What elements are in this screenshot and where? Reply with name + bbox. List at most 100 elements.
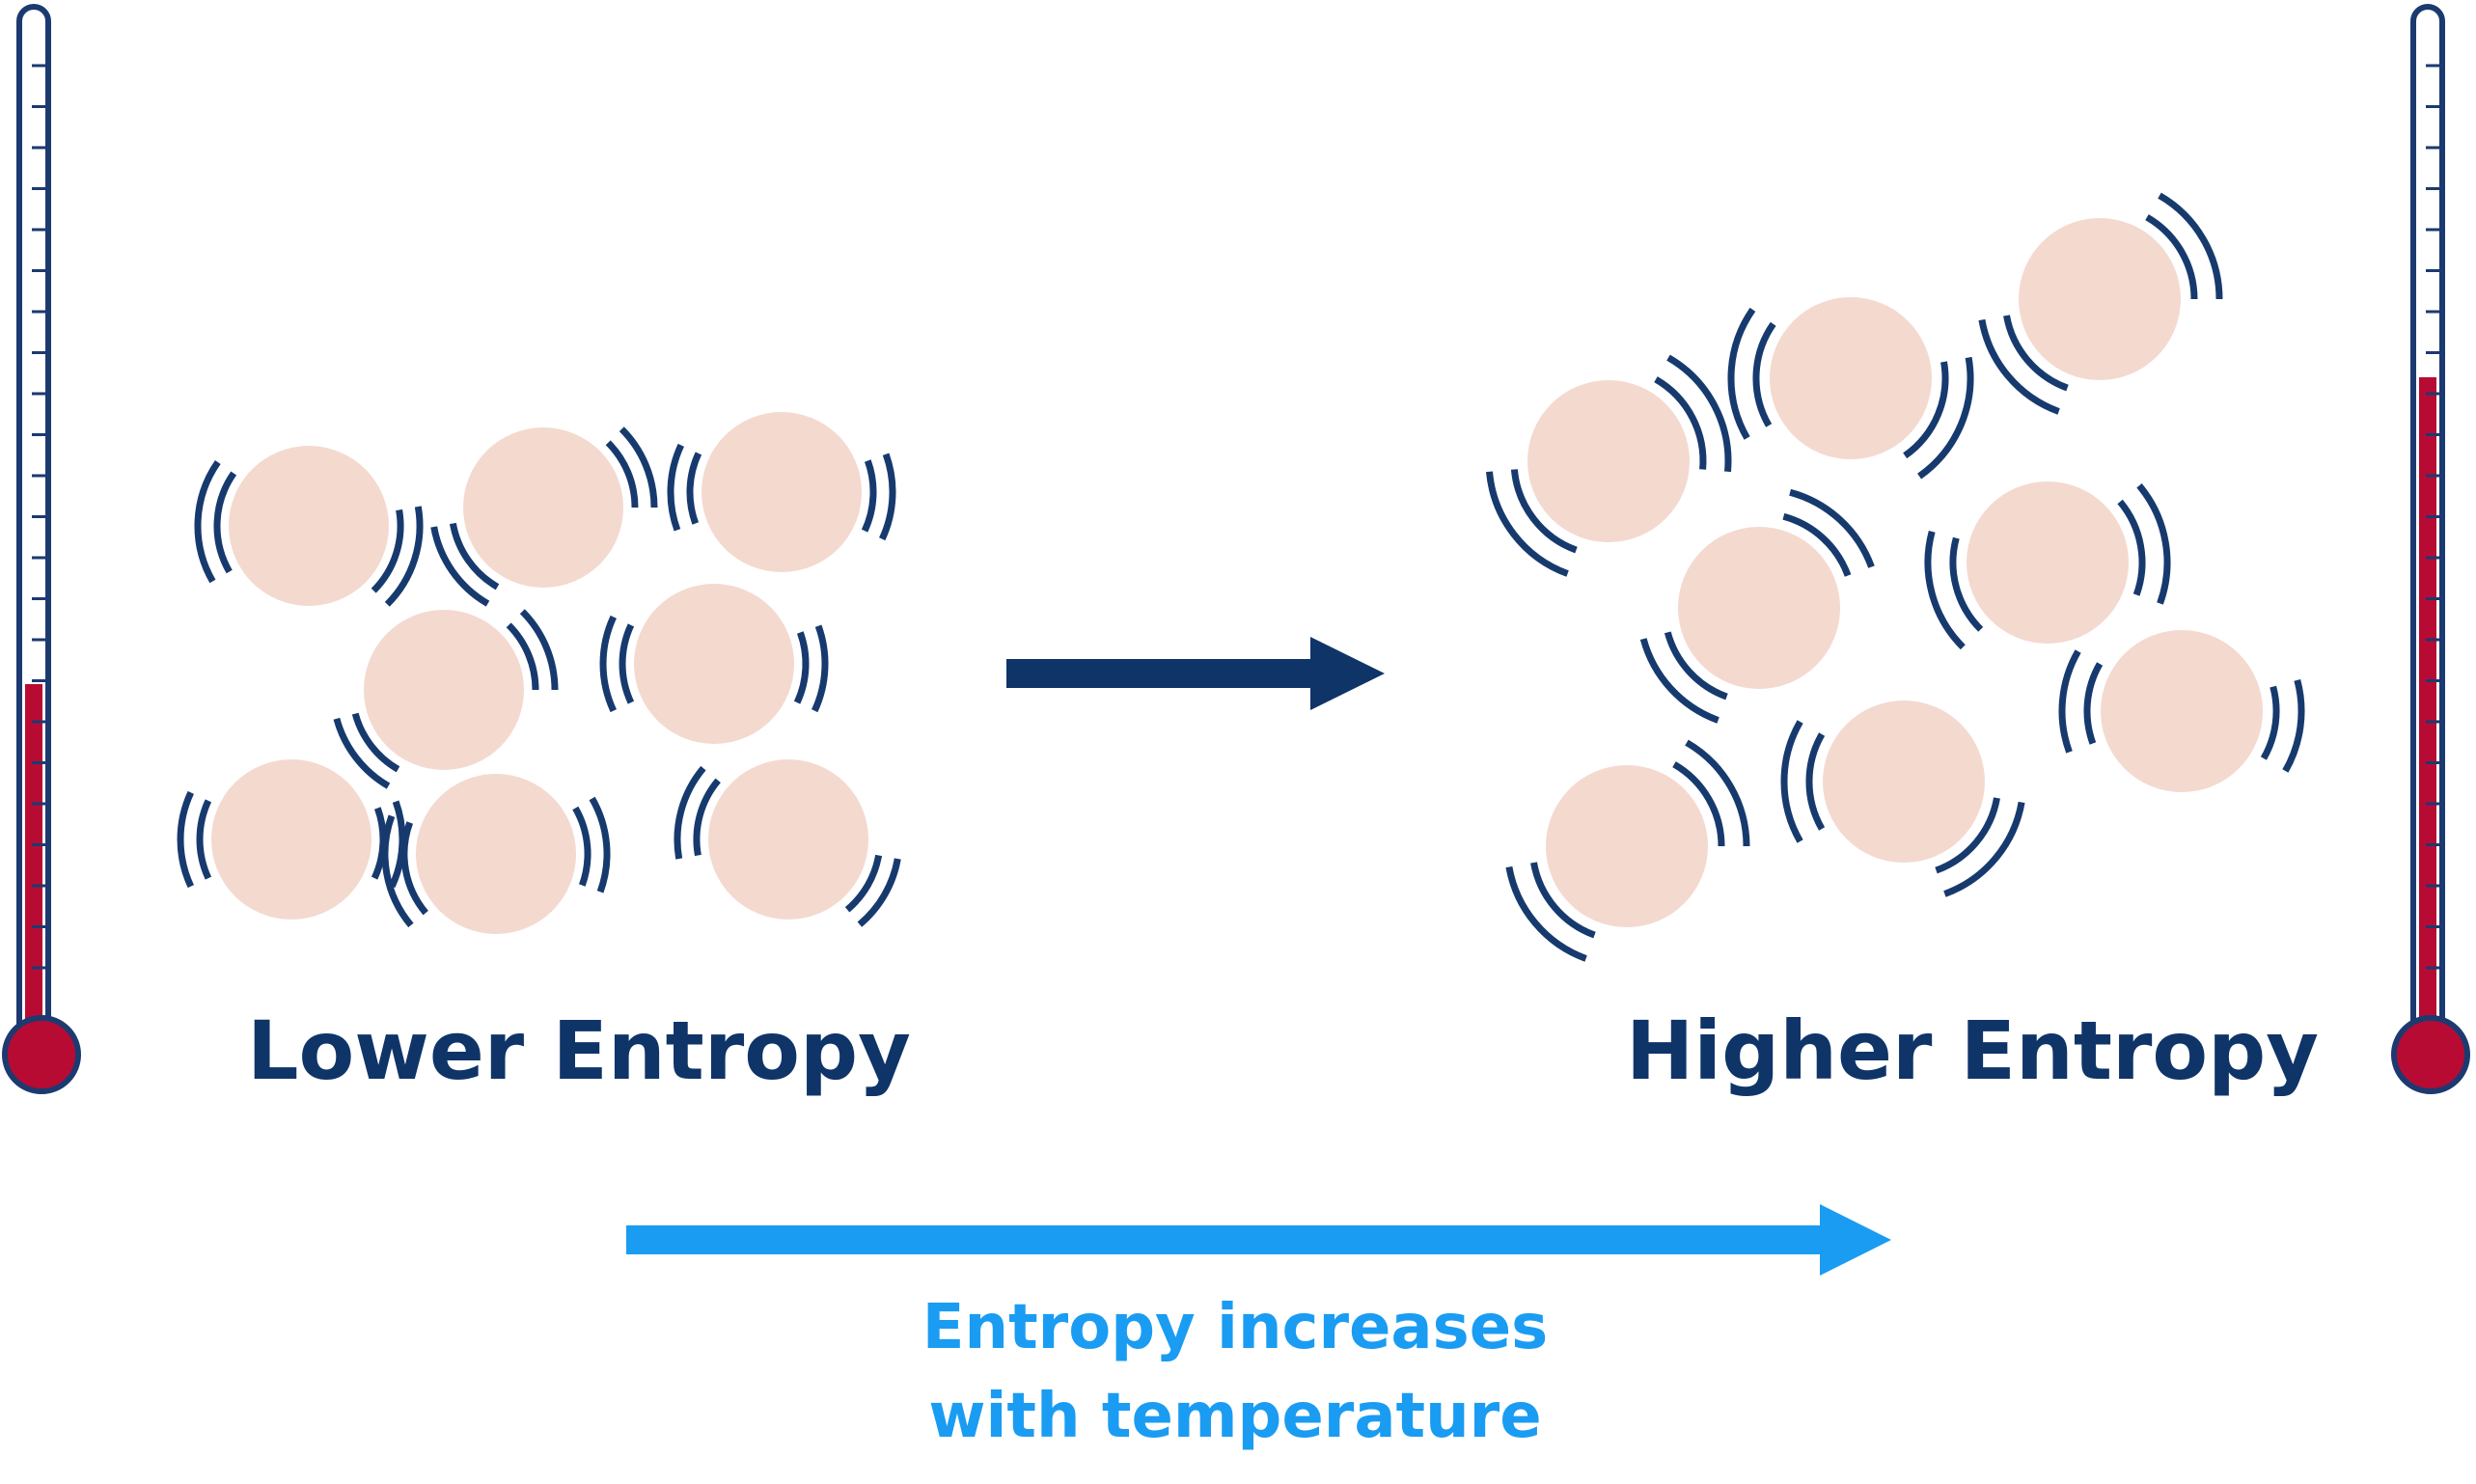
mercury-right xyxy=(2419,377,2436,1061)
vibration-arc-icon xyxy=(389,800,406,889)
vibration-arc-icon xyxy=(177,790,194,889)
particle-icon xyxy=(708,759,868,920)
particle xyxy=(1486,354,1732,577)
particle-icon xyxy=(416,774,576,934)
vibration-arc-icon xyxy=(693,778,721,857)
particle-icon xyxy=(1967,481,2129,644)
vibration-arc-icon xyxy=(2136,483,2171,605)
particle-icon xyxy=(229,446,389,606)
particle xyxy=(1924,481,2171,650)
vibration-arc-icon xyxy=(1510,469,1578,554)
particle xyxy=(333,609,559,789)
vibration-arc-icon xyxy=(196,799,212,880)
vibration-arc-icon xyxy=(384,506,424,607)
vibration-arc-icon xyxy=(213,471,237,574)
vibration-arc-icon xyxy=(371,508,404,593)
vibration-arc-icon xyxy=(430,526,490,607)
particle-icon xyxy=(1770,297,1932,459)
particle xyxy=(599,584,829,744)
particle-icon xyxy=(2101,630,2263,792)
vibration-arc-icon xyxy=(879,453,896,541)
vibration-arc-icon xyxy=(449,522,500,591)
vibration-arc-icon xyxy=(2282,678,2305,773)
particle-icon xyxy=(1546,765,1708,927)
vibration-arc-icon xyxy=(2083,662,2104,745)
vibration-arc-icon xyxy=(519,609,559,691)
vibration-arc-icon xyxy=(793,631,810,704)
particles-low-entropy xyxy=(177,412,901,934)
vibration-arc-icon xyxy=(1924,530,1966,650)
vibration-arc-icon xyxy=(1978,318,2060,415)
vibration-arc-icon xyxy=(667,443,684,532)
particle xyxy=(194,446,424,607)
particles-high-entropy xyxy=(1486,192,2305,962)
particle xyxy=(1727,297,1974,480)
vibration-arc-icon xyxy=(506,622,539,691)
vibration-arc-icon xyxy=(619,426,658,508)
vibration-arc-icon xyxy=(2117,499,2146,596)
vibration-arc-icon xyxy=(1530,862,1596,939)
vibration-arc-icon xyxy=(599,615,617,713)
caption: Entropy increases with temperature xyxy=(917,1283,1554,1461)
vibration-arc-icon xyxy=(1505,866,1587,962)
ticks-right xyxy=(2426,64,2442,970)
ticks-left xyxy=(32,64,48,970)
vibration-arc-icon xyxy=(619,623,635,704)
vibration-arc-icon xyxy=(381,814,414,928)
thermometer-right-icon xyxy=(2391,4,2470,1094)
vibration-arc-icon xyxy=(400,821,428,916)
vibration-arc-icon xyxy=(1949,536,1984,632)
particle-icon xyxy=(1527,380,1690,542)
vibration-arc-icon xyxy=(333,717,391,789)
vibration-arc-icon xyxy=(2058,649,2081,754)
vibration-arc-icon xyxy=(2003,315,2069,392)
particle-icon xyxy=(463,427,623,588)
thermometer-left-icon xyxy=(2,4,81,1094)
particle xyxy=(1505,739,1750,962)
particle xyxy=(667,412,896,572)
particle-icon xyxy=(364,610,524,770)
vibration-arc-icon xyxy=(1685,739,1750,847)
vibration-arc-icon xyxy=(1486,471,1569,577)
vibration-arc-icon xyxy=(674,765,706,860)
particle-icon xyxy=(2019,218,2181,380)
vibration-arc-icon xyxy=(1782,512,1852,577)
vibration-arc-icon xyxy=(605,440,639,508)
vibration-arc-icon xyxy=(371,807,387,880)
vibration-arc-icon xyxy=(812,624,829,713)
vibration-arc-icon xyxy=(351,712,400,773)
vibration-arc-icon xyxy=(589,796,611,893)
vibration-arc-icon xyxy=(1935,797,2000,874)
vibration-arc-icon xyxy=(1639,638,1719,724)
vibration-arc-icon xyxy=(861,459,877,533)
vibration-arc-icon xyxy=(1666,354,1732,473)
vibration-arc-icon xyxy=(1672,761,1725,847)
particle-icon xyxy=(634,584,794,744)
particle xyxy=(1639,488,1875,724)
vibration-arc-icon xyxy=(1789,488,1875,568)
vibration-arc-icon xyxy=(1903,361,1949,459)
mercury-left xyxy=(25,684,42,1061)
particle-icon xyxy=(1823,701,1985,863)
particle xyxy=(430,426,658,607)
particle xyxy=(1978,192,2223,415)
vibration-arc-icon xyxy=(194,459,221,584)
vibration-arc-icon xyxy=(2260,685,2280,760)
vibration-arc-icon xyxy=(686,452,702,525)
caption-line-2: with temperature xyxy=(928,1381,1542,1452)
lower-entropy-label: Lower Entropy xyxy=(247,1003,911,1098)
vibration-arc-icon xyxy=(2158,192,2223,300)
vibration-arc-icon xyxy=(1752,321,1776,427)
higher-entropy-label: Higher Entropy xyxy=(1626,1003,2320,1098)
vibration-arc-icon xyxy=(1654,376,1707,470)
vibration-arc-icon xyxy=(2145,214,2198,300)
particle xyxy=(2058,630,2305,792)
particle xyxy=(381,774,611,934)
particle xyxy=(1780,701,2025,897)
caption-line-1: Entropy increases xyxy=(922,1292,1549,1363)
vibration-arc-icon xyxy=(1727,307,1756,440)
vibration-arc-icon xyxy=(1780,720,1803,843)
particle-icon xyxy=(211,759,371,920)
